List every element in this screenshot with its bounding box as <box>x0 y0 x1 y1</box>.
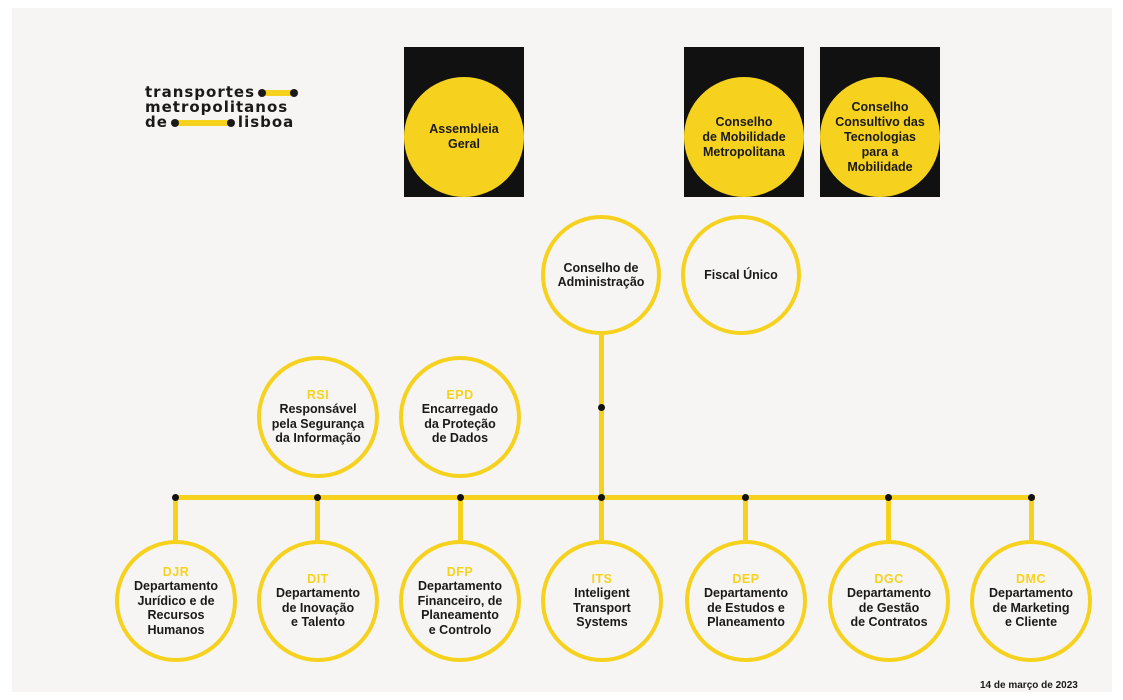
node-label: Conselho de Administração <box>557 260 645 290</box>
branch-connector <box>886 497 891 542</box>
organ-disc: Assembleia Geral <box>404 77 524 197</box>
node-code: ITS <box>591 572 613 587</box>
node-label: Departamento de Marketing e Cliente <box>988 586 1074 630</box>
node-code: DFP <box>446 565 474 579</box>
organ-disc: Conselho Consultivo das Tecnologias para… <box>820 77 940 197</box>
branch-connector <box>1029 497 1034 542</box>
connector-dot <box>314 494 321 501</box>
node-code: DJR <box>162 565 190 579</box>
document-date: 14 de março de 2023 <box>980 680 1078 691</box>
logo-text-de: de <box>145 113 168 131</box>
node-dmc: DMC Departamento de Marketing e Cliente <box>970 540 1092 662</box>
node-label: Encarregado da Proteção de Dados <box>421 402 499 446</box>
node-code: DGC <box>874 572 904 587</box>
connector-dot <box>457 494 464 501</box>
branch-connector <box>458 497 463 542</box>
node-fiscal-unico: Fiscal Único <box>681 215 801 335</box>
connector-dot <box>1028 494 1035 501</box>
connector-dot <box>172 494 179 501</box>
connector-dot <box>598 494 605 501</box>
node-dgc: DGC Departamento de Gestão de Contratos <box>828 540 950 662</box>
connector-dot <box>885 494 892 501</box>
logo-line-mark <box>258 88 299 97</box>
organ-conselho-mobilidade: Conselho de Mobilidade Metropolitana <box>684 47 804 197</box>
organ-label: Assembleia Geral <box>429 122 499 151</box>
node-label: Departamento Financeiro, de Planeamento … <box>417 579 503 637</box>
connector-dot <box>598 404 605 411</box>
branch-connector <box>315 497 320 542</box>
node-label: Inteligent Transport Systems <box>573 586 631 630</box>
node-djr: DJR Departamento Jurídico e de Recursos … <box>115 540 237 662</box>
logo-text-lisboa: lisboa <box>237 113 295 131</box>
organ-conselho-consultivo: Conselho Consultivo das Tecnologias para… <box>820 47 940 197</box>
node-its: ITS Inteligent Transport Systems <box>541 540 663 662</box>
node-label: Departamento de Estudos e Planeamento <box>703 586 789 630</box>
organ-disc: Conselho de Mobilidade Metropolitana <box>684 77 804 197</box>
organ-assembleia-geral: Assembleia Geral <box>404 47 524 197</box>
node-code: EPD <box>446 388 474 403</box>
logo-text-transportes: transportes <box>145 83 256 101</box>
node-conselho-administracao: Conselho de Administração <box>541 215 661 335</box>
organ-label: Conselho de Mobilidade Metropolitana <box>702 114 786 159</box>
node-dfp: DFP Departamento Financeiro, de Planeame… <box>399 540 521 662</box>
node-code: DEP <box>732 572 760 587</box>
organ-label: Conselho Consultivo das Tecnologias para… <box>835 99 925 174</box>
node-rsi: RSI Responsável pela Segurança da Inform… <box>257 356 379 478</box>
node-label: Departamento de Gestão de Contratos <box>846 586 932 630</box>
node-code: DIT <box>307 572 329 587</box>
node-code: DMC <box>1016 572 1046 587</box>
vertical-connector <box>599 335 604 500</box>
logo-line-mark <box>170 118 235 127</box>
connector-dot <box>742 494 749 501</box>
node-epd: EPD Encarregado da Proteção de Dados <box>399 356 521 478</box>
node-dit: DIT Departamento de Inovação e Talento <box>257 540 379 662</box>
node-label: Departamento de Inovação e Talento <box>275 586 361 630</box>
node-label: Fiscal Único <box>704 267 778 282</box>
node-label: Departamento Jurídico e de Recursos Huma… <box>133 579 219 637</box>
branch-connector <box>173 497 178 542</box>
node-label: Responsável pela Segurança da Informação <box>271 402 365 446</box>
branch-connector <box>743 497 748 542</box>
node-dep: DEP Departamento de Estudos e Planeament… <box>685 540 807 662</box>
tml-logo: transportes metropolitanos de lisboa <box>145 83 299 131</box>
branch-connector <box>599 497 604 542</box>
node-code: RSI <box>306 388 330 403</box>
logo-text-metropolitanos: metropolitanos <box>145 98 289 116</box>
